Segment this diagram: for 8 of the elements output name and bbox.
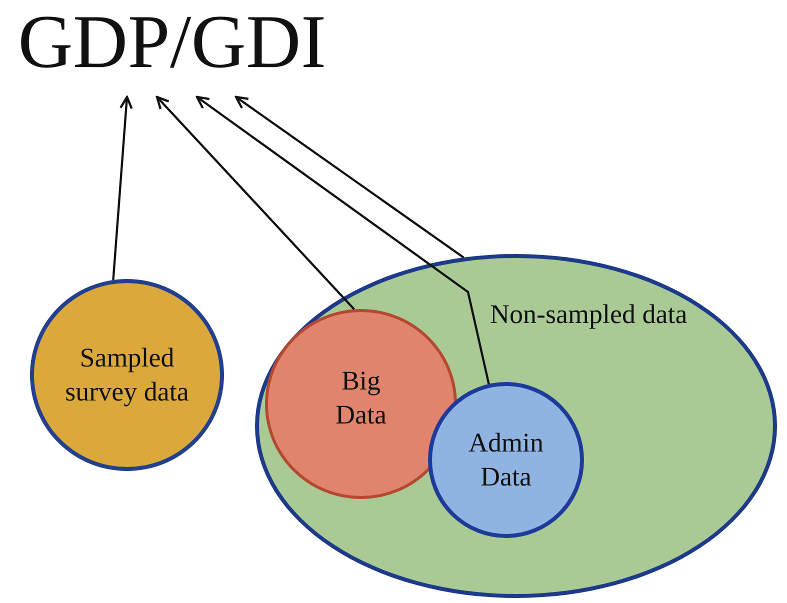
output-label: GDP/GDI — [18, 4, 326, 80]
node-label: Sampled survey data — [64, 341, 190, 408]
arrow — [112, 96, 133, 280]
node-label: Non-sampled data — [490, 298, 688, 331]
arrow — [234, 96, 464, 258]
node-label: Admin Data — [467, 426, 544, 493]
node-label: Big Data — [334, 364, 388, 431]
arrow — [196, 96, 490, 384]
